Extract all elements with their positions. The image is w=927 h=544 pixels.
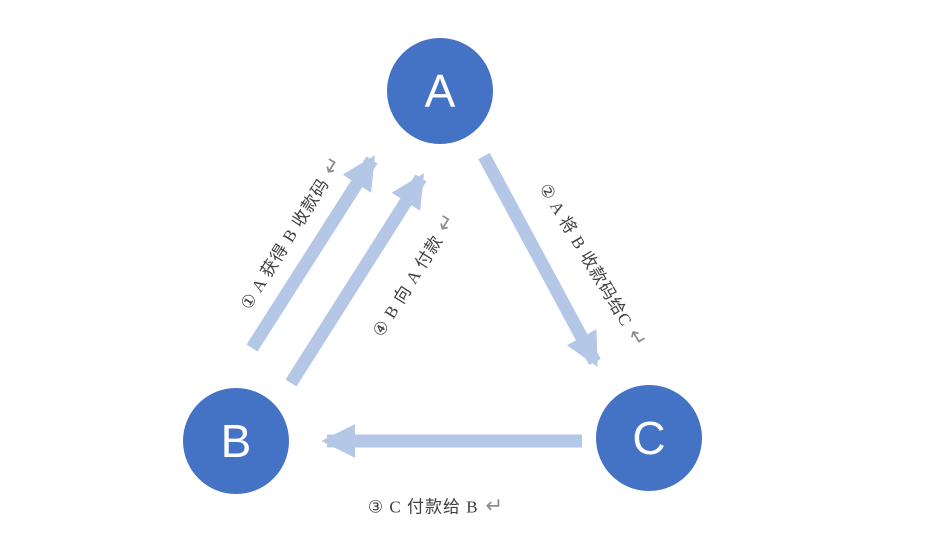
arrow-step1-b-to-a [246,155,378,352]
return-arrow-icon: ↵ [485,493,505,518]
edge-label-step3: ③ C 付款给 B ↵ [368,493,504,518]
arrow-step2-a-to-c [478,152,601,367]
node-a-label: A [424,65,456,117]
node-c: C [596,385,702,491]
edge-label-step3-text: ③ C 付款给 B [367,497,479,517]
node-b: B [183,388,289,494]
arrow-step4-b-to-a [285,173,427,387]
node-c-label: C [632,412,666,464]
node-b-label: B [220,415,252,467]
node-a: A [387,38,493,144]
